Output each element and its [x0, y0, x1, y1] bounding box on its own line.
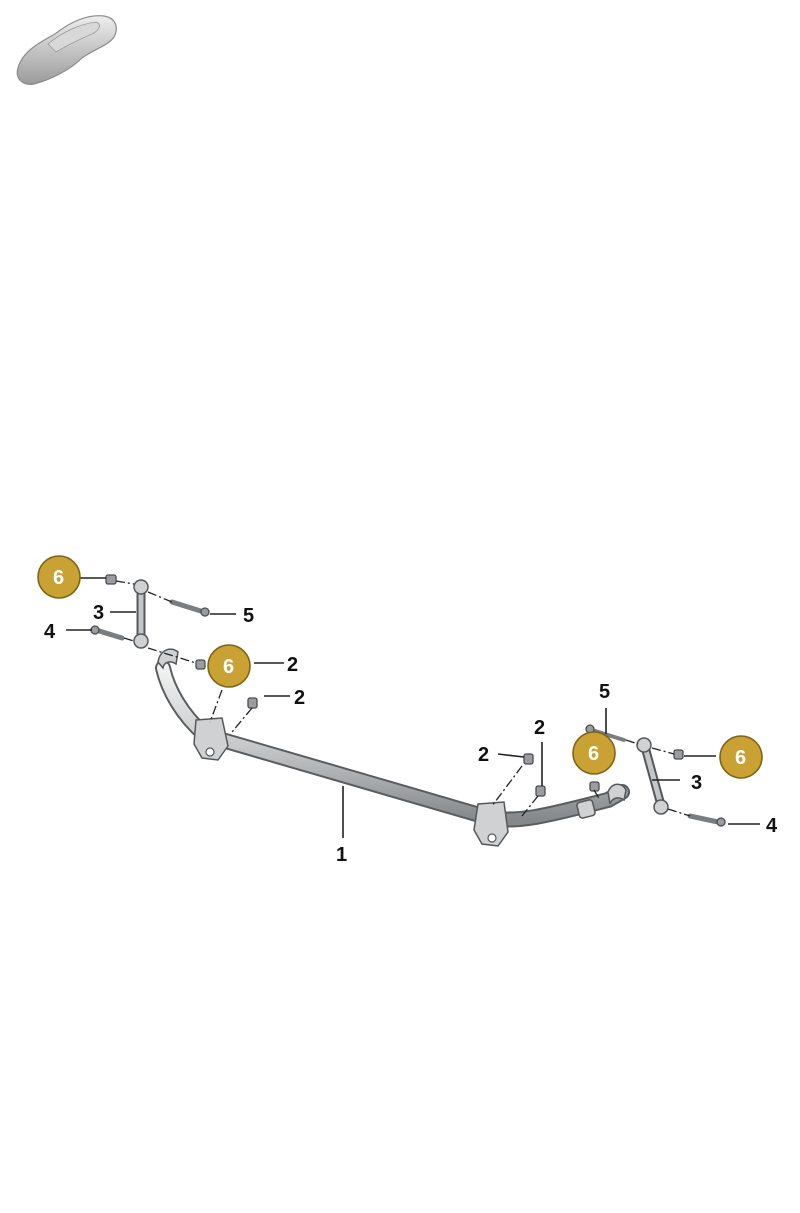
bolt-left-top — [169, 599, 210, 617]
leader-lines — [66, 577, 760, 838]
callout-6-badge-left-mid[interactable]: 6 — [207, 644, 251, 688]
callout-5-right: 5 — [599, 681, 610, 703]
bolt-right-bottom — [687, 813, 726, 827]
bushing-mount-right — [473, 801, 509, 847]
callout-6-badge-right-mid[interactable]: 6 — [572, 731, 616, 775]
callout-4-right: 4 — [766, 815, 778, 837]
drop-link-left — [133, 579, 149, 649]
callout-2-left-upper: 2 — [287, 654, 298, 676]
bushing-mount-left — [193, 717, 229, 761]
bolt-left-bottom — [90, 625, 125, 641]
nut-left-bottom — [195, 659, 206, 670]
svg-text:6: 6 — [223, 656, 234, 678]
nut-right-top — [673, 749, 684, 760]
callout-2-right-b: 2 — [534, 717, 545, 739]
nut-left-top — [105, 574, 117, 585]
callout-1: 1 — [336, 844, 347, 866]
bolt-right-bushing-b — [535, 785, 546, 797]
callout-6-badge-right[interactable]: 6 — [719, 735, 763, 779]
svg-text:6: 6 — [588, 743, 599, 765]
callout-3-right: 3 — [691, 772, 702, 794]
bolt-right-bushing-a — [523, 753, 534, 765]
callout-5-left: 5 — [243, 605, 254, 627]
drop-link-right — [636, 737, 669, 815]
bolt-left-bushing-a — [247, 697, 258, 709]
nut-right-bottom — [589, 781, 600, 792]
svg-text:6: 6 — [735, 747, 746, 769]
callout-6-badge-left-top[interactable]: 6 — [37, 555, 81, 599]
callout-2-left-lower: 2 — [294, 687, 305, 709]
assembly-lines — [115, 580, 691, 817]
callout-3-left: 3 — [93, 602, 104, 624]
car-thumbnail-icon — [16, 15, 117, 85]
callout-2-right-a: 2 — [478, 744, 489, 766]
callout-4-left: 4 — [44, 621, 56, 643]
svg-text:6: 6 — [53, 567, 64, 589]
